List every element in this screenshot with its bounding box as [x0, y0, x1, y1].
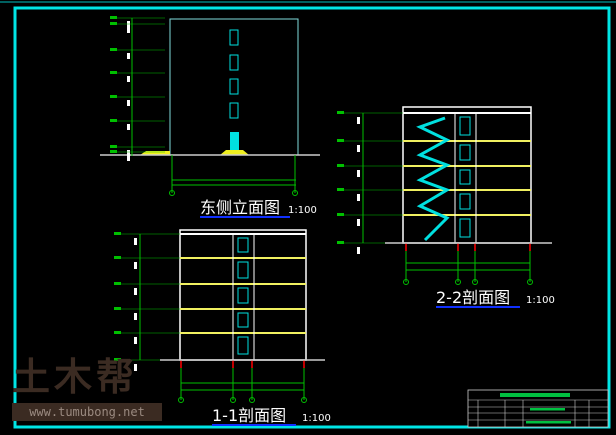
axis-bubble: [230, 397, 236, 403]
dimension-tick: [127, 27, 130, 33]
dimension-tick: [134, 364, 137, 371]
view-title: 2-2剖面图: [436, 288, 510, 307]
level-mark: [110, 95, 117, 98]
level-mark: [110, 16, 117, 19]
dimension-tick: [357, 219, 360, 226]
level-mark: [337, 188, 344, 191]
dimension-tick: [134, 313, 137, 320]
level-mark: [110, 150, 117, 153]
dimension-tick: [127, 76, 130, 82]
level-mark: [114, 256, 121, 259]
elevation-windows: [229, 29, 239, 119]
axis-bubble: [178, 397, 184, 403]
window: [237, 287, 249, 304]
axis-bubble: [249, 397, 255, 403]
dimension-tick: [134, 337, 137, 344]
dimension-tick: [134, 288, 137, 295]
view-title: 1-1剖面图: [212, 406, 286, 425]
title-block: [467, 389, 609, 428]
level-mark: [114, 307, 121, 310]
window: [229, 102, 239, 119]
east-elevation: 东侧立面图 1:100: [100, 16, 320, 218]
window: [229, 78, 239, 95]
window: [229, 29, 239, 46]
section-2-2-floors: [337, 111, 533, 285]
entrance-door: [230, 132, 239, 152]
watermark-logo: 土木帮: [12, 355, 139, 399]
window: [459, 144, 471, 161]
axis-bubble: [403, 279, 409, 285]
level-mark: [337, 213, 344, 216]
entrance-steps: [220, 150, 249, 155]
window: [237, 237, 249, 253]
watermark-url: www.tumubong.net: [12, 403, 162, 421]
level-mark: [110, 145, 117, 148]
dimension-tick: [127, 155, 130, 161]
axis-bubble: [472, 279, 478, 285]
view-scale: 1:100: [302, 413, 331, 424]
window: [237, 336, 249, 355]
elevation-level-dimensions: [110, 16, 165, 161]
view-title: 东侧立面图: [200, 198, 280, 217]
axis-bubble: [169, 190, 175, 196]
level-mark: [114, 331, 121, 334]
view-scale: 1:100: [288, 205, 317, 216]
window: [459, 169, 471, 185]
level-mark: [337, 241, 344, 244]
window: [459, 193, 471, 210]
axis-bubble: [292, 190, 298, 196]
section-1-1-floors: [114, 232, 307, 403]
window: [237, 312, 249, 328]
dimension-tick: [357, 145, 360, 152]
window: [459, 116, 471, 136]
level-mark: [110, 71, 117, 74]
dimension-tick: [134, 238, 137, 245]
section-outline: [179, 229, 307, 361]
dimension-tick: [357, 170, 360, 177]
level-mark: [114, 232, 121, 235]
dimension-tick: [127, 53, 130, 59]
window: [459, 218, 471, 238]
dimension-tick: [127, 150, 130, 156]
dimension-tick: [127, 124, 130, 130]
level-mark: [110, 119, 117, 122]
axis-bubble: [301, 397, 307, 403]
axis-bubble: [455, 279, 461, 285]
section-1-1: 1-1剖面图 1:100: [114, 229, 331, 426]
window: [229, 54, 239, 71]
level-mark: [337, 111, 344, 114]
dimension-tick: [357, 117, 360, 124]
view-scale: 1:100: [526, 295, 555, 306]
section-2-2: 2-2剖面图 1:100: [337, 106, 555, 308]
dimension-tick: [357, 194, 360, 201]
drawing-frame: [13, 6, 611, 429]
level-mark: [110, 22, 117, 25]
level-mark: [114, 358, 121, 361]
axis-bubble: [527, 279, 533, 285]
level-mark: [114, 282, 121, 285]
level-mark: [110, 48, 117, 51]
window: [237, 261, 249, 279]
dimension-tick: [127, 100, 130, 106]
dimension-tick: [357, 247, 360, 254]
stair-flights: [416, 116, 451, 242]
level-mark: [337, 139, 344, 142]
level-mark: [337, 164, 344, 167]
dimension-tick: [134, 262, 137, 269]
